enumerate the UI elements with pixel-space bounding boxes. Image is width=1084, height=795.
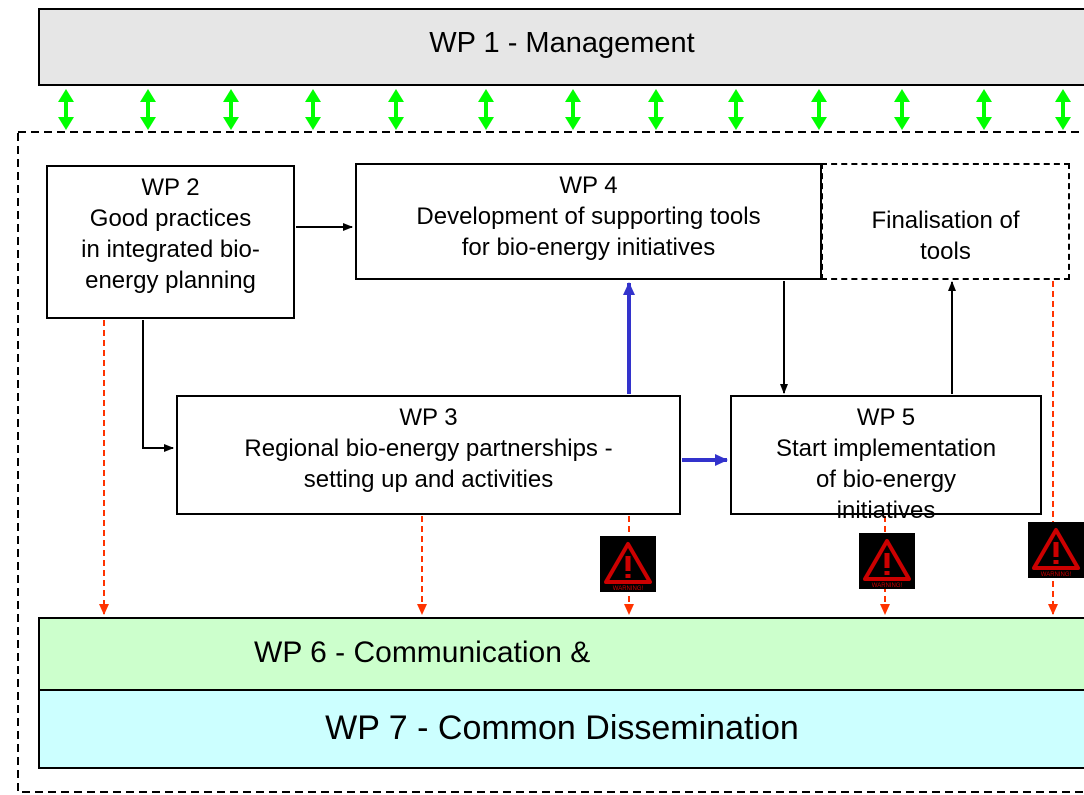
wp5-line: of bio-energy (815, 466, 957, 493)
warning-icon: WARNING! (1028, 522, 1084, 578)
svg-text:WARNING!: WARNING! (872, 583, 903, 589)
double-arrow-icon (223, 89, 239, 130)
svg-text:WARNING!: WARNING! (613, 586, 644, 592)
wp2-title: WP 2 (141, 174, 200, 201)
wp7-box: WP 7 - Common Dissemination (38, 689, 1084, 769)
wp5-box: WP 5 Start implementation of bio-energy … (730, 395, 1042, 524)
finalisation-line: tools (920, 238, 971, 265)
wp7-label: WP 7 - Common Dissemination (325, 709, 799, 747)
project-boundary (17, 131, 1084, 793)
wp2-line: in integrated bio- (81, 236, 260, 263)
finalisation-box: Finalisation of tools (821, 163, 1070, 280)
wp5-line: initiatives (836, 497, 936, 524)
double-arrow-icon (811, 89, 827, 130)
double-arrow-icon (728, 89, 744, 130)
double-arrow-icon (478, 89, 494, 130)
double-arrow-icon (305, 89, 321, 130)
wp4-box: WP 4 Development of supporting tools for… (355, 163, 822, 280)
wp1-label: WP 1 - Management (429, 27, 695, 59)
wp1-management-box: WP 1 - Management (38, 8, 1084, 86)
wp4-line: for bio-energy initiatives (461, 234, 716, 261)
wp2-line: Good practices (89, 205, 252, 232)
wp2-box: WP 2 Good practices in integrated bio- e… (46, 165, 295, 319)
wp6-box: WP 6 - Communication & Dissemination (38, 617, 1084, 691)
arrow-wp2-to-wp3 (142, 320, 174, 452)
warning-icon: WARNING! (600, 536, 656, 592)
double-arrow-icon (894, 89, 910, 130)
wp4-title: WP 4 (559, 172, 618, 199)
wp2-line: energy planning (85, 267, 256, 294)
wp3-box: WP 3 Regional bio-energy partnerships - … (176, 395, 681, 515)
management-link-arrows (58, 89, 1071, 130)
wp5-line: Start implementation (775, 435, 997, 462)
double-arrow-icon (976, 89, 992, 130)
wp4-line: Development of supporting tools (416, 203, 761, 230)
warning-icon: WARNING! (859, 533, 915, 589)
double-arrow-icon (58, 89, 74, 130)
wp3-title: WP 3 (399, 404, 458, 431)
wp3-line: Regional bio-energy partnerships - (244, 435, 613, 462)
wp6-label-cut: Dissemination (40, 671, 1084, 689)
double-arrow-icon (565, 89, 581, 130)
double-arrow-icon (140, 89, 156, 130)
wp6-label: WP 6 - Communication & (254, 636, 591, 669)
wp5-title: WP 5 (856, 404, 916, 431)
wp3-line: setting up and activities (303, 466, 554, 493)
finalisation-line: Finalisation of (871, 207, 1020, 234)
double-arrow-icon (648, 89, 664, 130)
svg-text:WARNING!: WARNING! (1041, 572, 1072, 578)
double-arrow-icon (1055, 89, 1071, 130)
double-arrow-icon (388, 89, 404, 130)
